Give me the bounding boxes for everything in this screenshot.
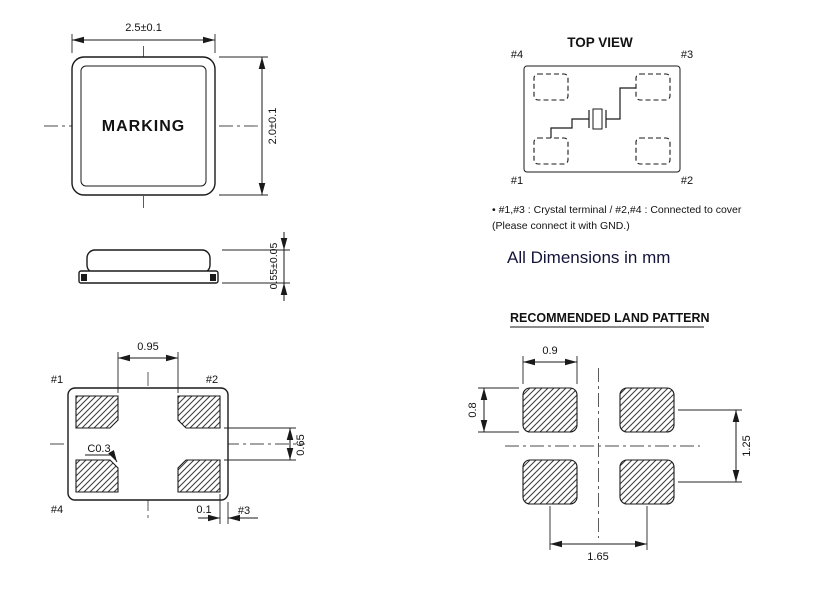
pad-2 (177, 395, 221, 429)
edge-clearance-label: 0.1 (196, 504, 211, 516)
crystal-lead-right (606, 87, 636, 120)
hidden-pad-2 (635, 137, 671, 165)
base-profile (78, 270, 219, 284)
thickness-extension-lines (222, 249, 290, 284)
pin-label-4: #4 (51, 504, 63, 516)
pad-width-label: 0.9 (542, 345, 557, 357)
chamfer-label: C0.3 (87, 443, 110, 455)
bottom-view: #1 #2 #4 #3 0.95 0.65 C0.3 0.1 (50, 341, 307, 524)
row-pitch-label: 1.25 (741, 435, 753, 456)
pad-span-label: 0.95 (137, 341, 158, 353)
land-pad-top-right (619, 387, 675, 433)
units-note: All Dimensions in mm (507, 248, 670, 267)
pad-3 (177, 459, 221, 493)
height-dimension-label: 2.0±0.1 (267, 108, 279, 145)
thickness-dimension-label: 0.55±0.05 (268, 243, 280, 290)
hidden-pad-1 (533, 137, 569, 165)
land-pattern: RECOMMENDED LAND PATTERN 0.9 0.8 1.25 1.… (467, 311, 753, 563)
pad-gap-label: 0.65 (295, 434, 307, 455)
hidden-pad-4 (533, 73, 569, 101)
width-dimension-label: 2.5±0.1 (125, 22, 162, 34)
package-lid-outline (80, 65, 207, 187)
row-pitch-extension-lines (678, 409, 742, 483)
pad-height-label: 0.8 (467, 402, 479, 417)
pin-label-1: #1 (51, 374, 63, 386)
crystal-body (592, 108, 603, 130)
land-pad-bottom-left (522, 459, 578, 505)
pin-label-2: #2 (681, 175, 693, 187)
right-terminal-mark (210, 274, 216, 281)
pad-1 (75, 395, 119, 429)
lid-profile (86, 249, 211, 274)
cover-outline (523, 65, 681, 173)
crystal-lead-left (550, 118, 589, 138)
pin-label-1: #1 (511, 175, 523, 187)
top-view-schematic: TOP VIEW #4 #3 #1 #2 (511, 35, 693, 187)
top-view-title: TOP VIEW (567, 35, 633, 50)
pin-label-2: #2 (206, 374, 218, 386)
chamfer-leader (108, 449, 118, 463)
hidden-pad-3 (635, 73, 671, 101)
left-terminal-mark (81, 274, 87, 281)
terminal-note-line2: (Please connect it with GND.) (492, 220, 630, 232)
pad-gap-extension-lines (224, 427, 296, 461)
land-pad-bottom-right (619, 459, 675, 505)
side-view: 0.55±0.05 (78, 232, 290, 301)
pad-width-extension-lines (522, 356, 578, 384)
pin-label-3: #3 (681, 49, 693, 61)
terminal-note-line1: • #1,#3 : Crystal terminal / #2,#4 : Con… (492, 204, 742, 216)
package-outline (71, 56, 216, 196)
pad-4 (75, 459, 119, 493)
pin-label-3: #3 (238, 505, 250, 517)
marking-label: MARKING (102, 118, 185, 135)
land-pad-top-left (522, 387, 578, 433)
pin-label-4: #4 (511, 49, 523, 61)
package-top-view: MARKING 2.5±0.1 2.0±0.1 (44, 22, 279, 208)
column-pitch-label: 1.65 (587, 551, 608, 563)
notes: • #1,#3 : Crystal terminal / #2,#4 : Con… (492, 204, 742, 267)
land-pattern-title: RECOMMENDED LAND PATTERN (510, 311, 710, 325)
